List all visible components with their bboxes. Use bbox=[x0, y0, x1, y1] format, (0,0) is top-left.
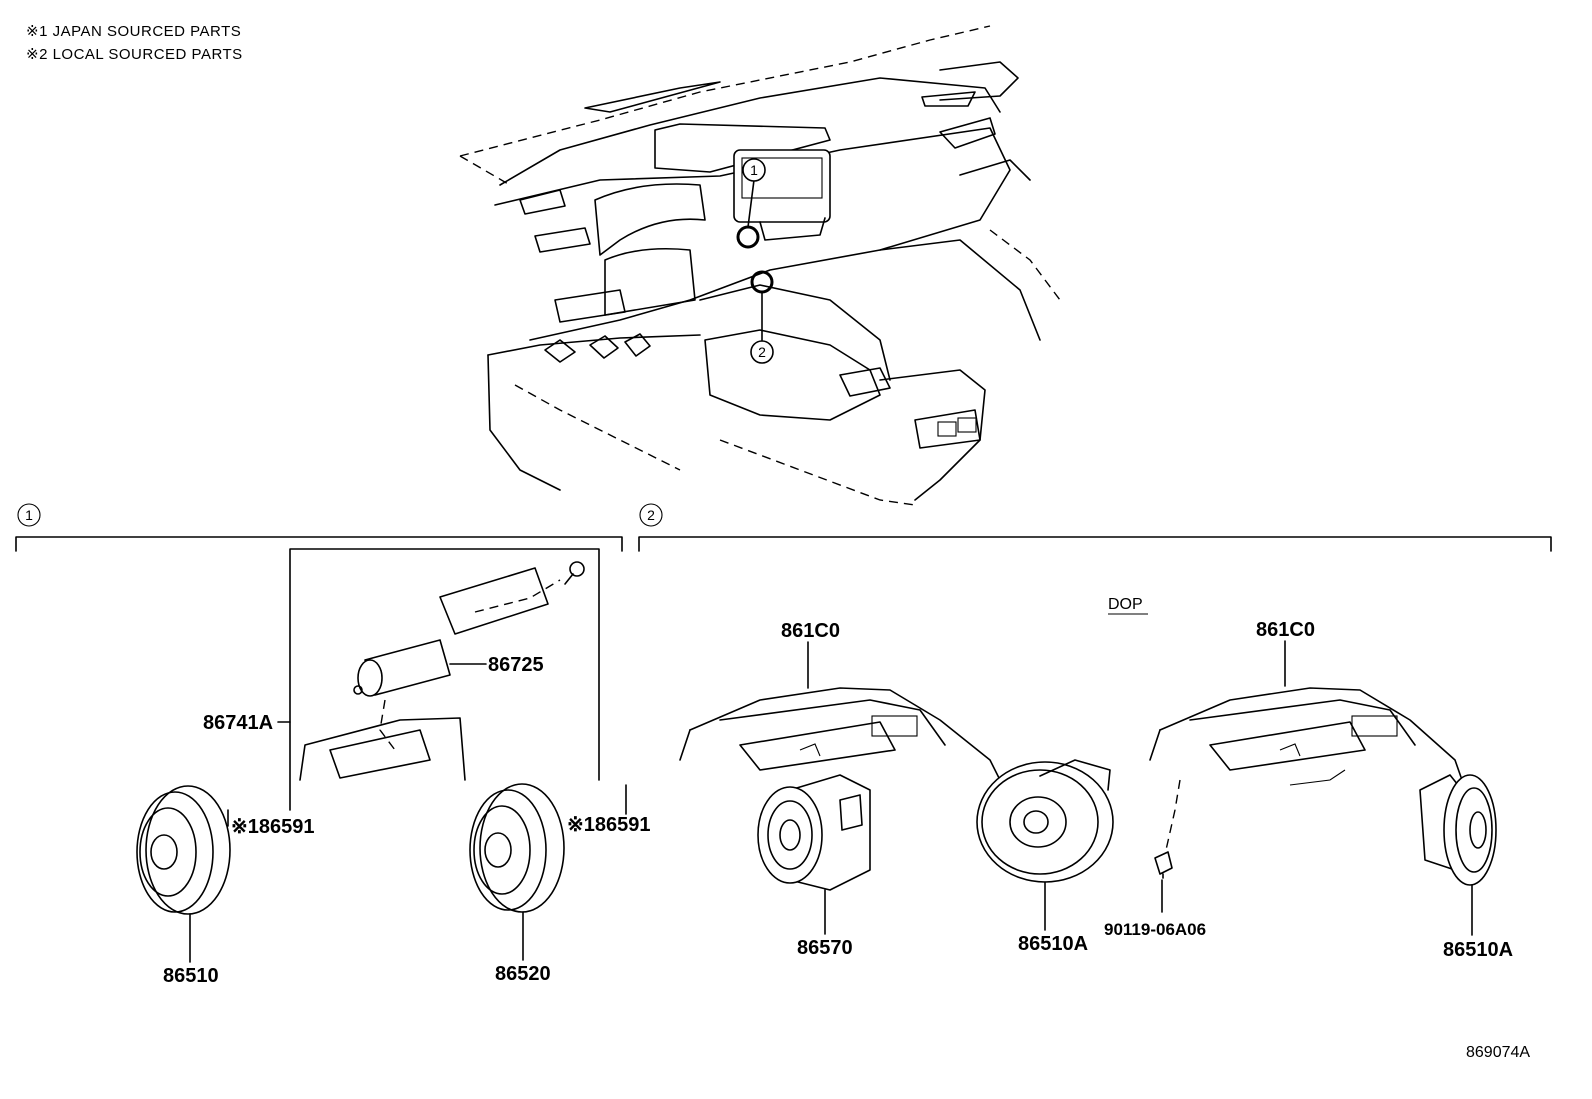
label-861C0-right: 861C0 bbox=[1256, 619, 1315, 641]
callout-1: 1 bbox=[742, 158, 766, 182]
label-90119-06A06: 90119-06A06 bbox=[1104, 920, 1206, 939]
amplifier-bracket bbox=[299, 717, 466, 781]
label-86510A-mid: 86510A bbox=[1018, 933, 1088, 955]
section-2-bracket bbox=[638, 536, 1552, 552]
label-86725: 86725 bbox=[488, 654, 544, 676]
label-86510: 86510 bbox=[163, 965, 219, 987]
note-japan-sourced: ※1 JAPAN SOURCED PARTS bbox=[26, 23, 242, 40]
section-1: 1 86725 86741A 86510 bbox=[15, 503, 651, 987]
cover-panel bbox=[439, 567, 549, 635]
dashboard-illustration bbox=[459, 25, 1061, 506]
section-1-bracket bbox=[15, 536, 623, 552]
callout-1-label: 1 bbox=[750, 162, 758, 178]
label-86591-right: ※186591 bbox=[567, 814, 651, 836]
bolt-90119-06A06 bbox=[1154, 851, 1173, 879]
part-86725-capacitor bbox=[353, 639, 451, 697]
speaker-grille-panel-right bbox=[1149, 687, 1463, 786]
label-86591-left: ※186591 bbox=[231, 816, 315, 838]
section-2: 2 DOP 861C0 86570 bbox=[638, 503, 1552, 961]
speaker-86510A-right bbox=[1419, 774, 1497, 886]
dop-label: DOP bbox=[1108, 596, 1143, 613]
label-86520: 86520 bbox=[495, 963, 551, 985]
note-local-sourced: ※2 LOCAL SOURCED PARTS bbox=[26, 46, 243, 63]
speaker-86520 bbox=[469, 783, 565, 913]
diagram-reference-number: 869074A bbox=[1466, 1044, 1530, 1061]
screw-icon bbox=[569, 561, 585, 577]
section-1-index: 1 bbox=[25, 507, 33, 523]
speaker-86510A-mid bbox=[976, 759, 1114, 883]
speaker-86510 bbox=[136, 785, 231, 915]
label-86570: 86570 bbox=[797, 937, 853, 959]
label-86741A: 86741A bbox=[203, 712, 273, 734]
label-861C0-left: 861C0 bbox=[781, 620, 840, 642]
label-86510A-right: 86510A bbox=[1443, 939, 1513, 961]
callout-2: 2 bbox=[750, 340, 774, 364]
speaker-86570 bbox=[757, 774, 871, 891]
callout-2-label: 2 bbox=[758, 344, 766, 360]
section-2-index: 2 bbox=[647, 507, 655, 523]
section-1-inner-box bbox=[289, 548, 600, 811]
speaker-grille-panel-left bbox=[679, 687, 1001, 781]
